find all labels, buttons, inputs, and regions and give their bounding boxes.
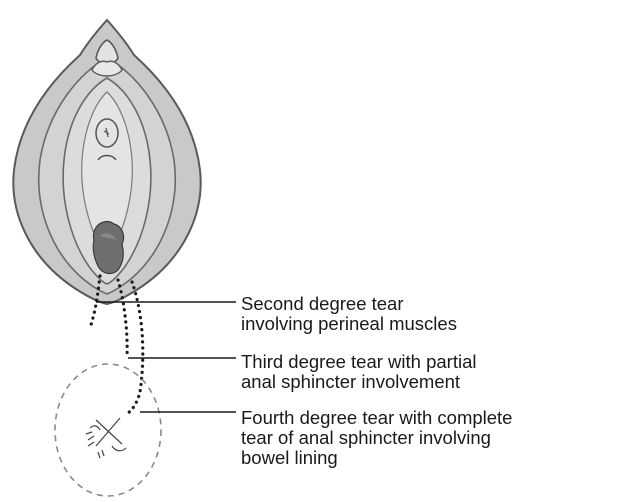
anus-sketch <box>86 418 126 458</box>
fourth-degree-tear-label: Fourth degree tear with complete tear of… <box>241 408 512 468</box>
third-degree-tear-label: Third degree tear with partial anal sphi… <box>241 352 476 392</box>
fourth-degree-line3: bowel lining <box>241 448 512 468</box>
clitoral-hood-lower <box>92 61 122 76</box>
third-degree-line2: anal sphincter involvement <box>241 372 476 392</box>
second-degree-line2: involving perineal muscles <box>241 314 457 334</box>
second-degree-tear-label: Second degree tear involving perineal mu… <box>241 294 457 334</box>
vaginal-opening <box>93 221 123 273</box>
second-degree-line1: Second degree tear <box>241 294 457 314</box>
anal-sphincter-circle <box>55 364 161 496</box>
fourth-degree-line2: tear of anal sphincter involving <box>241 428 512 448</box>
third-degree-line1: Third degree tear with partial <box>241 352 476 372</box>
fourth-degree-line1: Fourth degree tear with complete <box>241 408 512 428</box>
